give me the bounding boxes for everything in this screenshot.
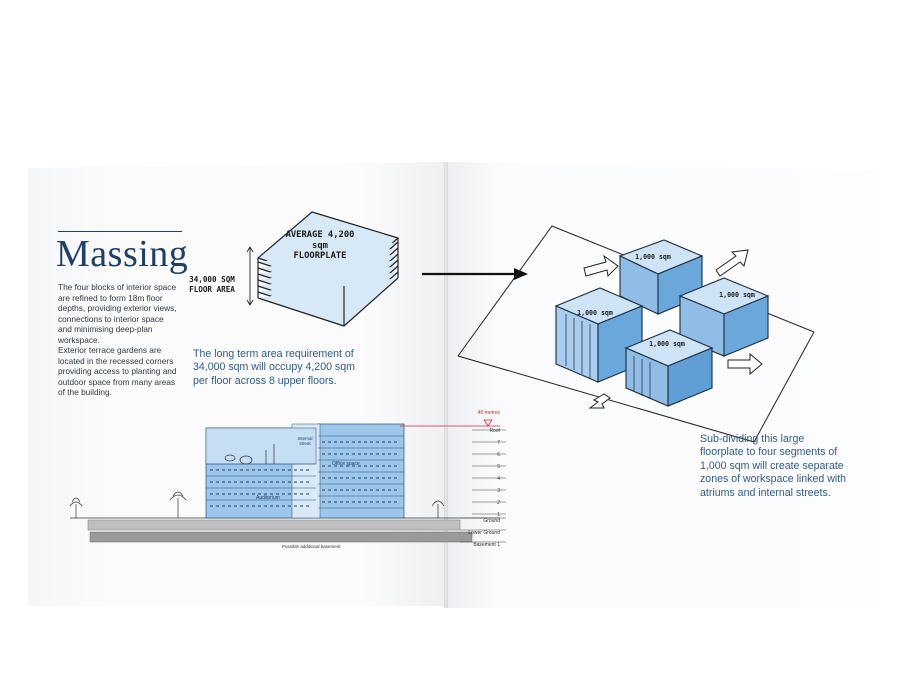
level-label: Basement 1 <box>473 542 500 548</box>
level-label: 3 <box>497 488 500 494</box>
title-rule <box>58 231 182 232</box>
caption-left: The long term area requirement of 34,000… <box>193 348 355 387</box>
block-label-3: 1,000 sqm <box>577 309 613 317</box>
level-label: 1 <box>497 512 500 518</box>
height-marker-label: 40 metres <box>477 410 500 416</box>
body-paragraph-2: Exterior terrace gardens are located in … <box>58 345 177 398</box>
arrow-right-icon <box>422 268 528 280</box>
internal-street-label: Internal street <box>297 436 313 446</box>
level-label: 2 <box>497 500 500 506</box>
book-spine <box>444 162 448 608</box>
four-blocks-sketch <box>457 225 815 443</box>
block-label-2: 1,000 sqm <box>719 291 755 299</box>
caption-right: Sub-dividing this large floorplate to fo… <box>700 433 847 499</box>
floorplate-label: AVERAGE 4,200 sqm FLOORPLATE <box>285 230 355 261</box>
floor-area-label: 34,000 SQM FLOOR AREA <box>189 275 235 294</box>
level-label: 6 <box>497 452 500 458</box>
body-paragraph-1: The four blocks of interior space are re… <box>58 282 177 345</box>
level-label: 4 <box>497 476 500 482</box>
office-space-label: Office space <box>332 461 360 467</box>
level-label: Ground <box>483 518 500 524</box>
level-label: Roof <box>489 428 500 434</box>
block-label-1: 1,000 sqm <box>635 253 671 261</box>
floorplate-stack-sketch <box>246 211 399 327</box>
level-label: 5 <box>497 464 500 470</box>
page-title: Massing <box>56 233 189 275</box>
auditorium-label: Auditorium <box>256 495 280 501</box>
block-label-4: 1,000 sqm <box>649 340 685 348</box>
building-section-drawing <box>69 419 506 543</box>
basement-note-label: Possible additional basement <box>282 544 341 549</box>
level-label: Lower Ground <box>468 530 500 536</box>
level-label: 7 <box>497 440 500 446</box>
